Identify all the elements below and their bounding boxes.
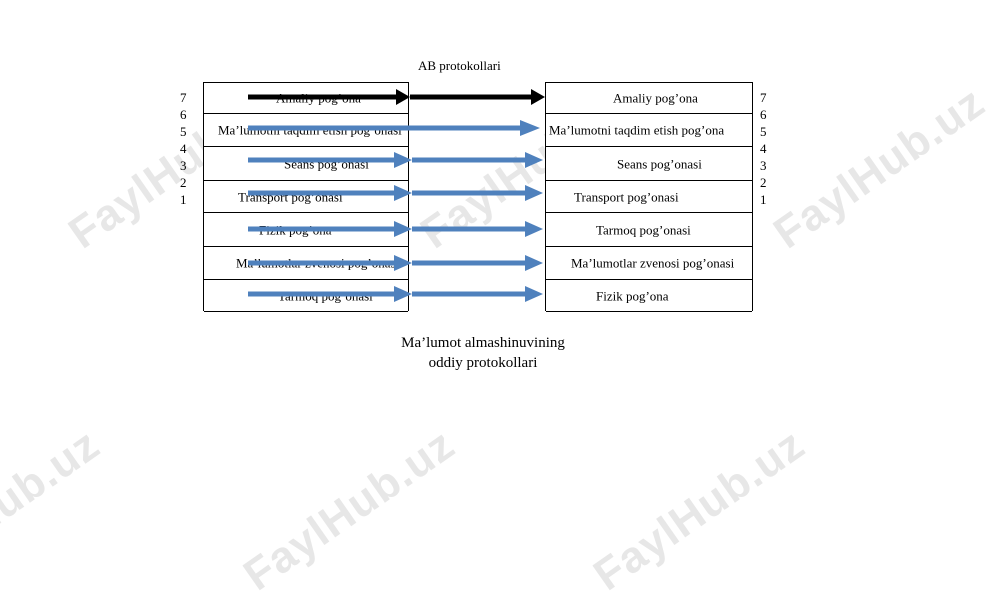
watermark: FaylHub.uz [235,419,464,601]
right-layer-numbers: 7 6 5 4 3 2 1 [760,90,774,210]
arrow-head [525,286,543,302]
layer-label: Amaliy pog’ona [276,90,361,106]
arrow-head [531,89,545,105]
layer-label: Fizik pog’ona [259,222,332,237]
left-layer: Seans pog’onasi [204,147,408,181]
left-layer: Transport pog’onasi [204,181,408,213]
layer-label: Transport pog’onasi [574,189,679,204]
layer-number: 6 [760,107,767,122]
arrow-head [525,221,543,237]
right-layer: Transport pog’onasi [546,181,752,213]
layer-number: 1 [760,192,767,207]
layer-label: Seans pog’onasi [284,156,369,171]
arrow-head [525,255,543,271]
caption-line: oddiy protokollari [428,355,538,371]
layer-number: 3 [760,158,767,173]
right-layer: Fizik pog’ona [546,280,752,312]
layer-number: 7 [180,90,187,105]
layer-number: 6 [180,107,187,122]
arrow-head [525,185,543,201]
left-layer: Tarmoq pog’onasi [204,280,408,312]
layer-number: 4 [760,141,767,156]
arrow-head [525,152,543,168]
left-layer: Ma’lumotlar zvenosi pog’onasi [204,247,408,280]
watermark: FaylHub.uz [765,77,994,259]
right-layer: Ma’lumotni taqdim etish pog’ona [546,114,752,147]
layer-label: Fizik pog’ona [596,288,669,303]
layer-label: Seans pog’onasi [617,156,702,171]
layer-number: 1 [180,192,187,207]
layer-label: Ma’lumotni taqdim etish pog’ona [549,122,725,138]
left-layer-numbers: 7 6 5 4 3 2 1 [180,90,194,210]
caption-line: Ma’lumot almashinuvining [401,335,565,351]
layer-label: Tarmoq pog’onasi [278,288,373,303]
layer-number: 5 [760,124,767,139]
layer-number: 4 [180,141,187,156]
left-protocol-stack: Amaliy pog’ona Ma’lumotni taqdim etish p… [203,82,409,312]
layer-number: 3 [180,158,187,173]
layer-label: Ma’lumotni taqdim etish pog’onasi [218,122,402,138]
watermark: FaylHub.uz [585,419,814,601]
layer-number: 2 [760,175,767,190]
right-layer: Tarmoq pog’onasi [546,213,752,247]
watermark: FaylHub.uz [0,419,109,601]
connection-arrows [248,89,545,302]
layer-label: Transport pog’onasi [238,189,343,204]
right-layer: Ma’lumotlar zvenosi pog’onasi [546,247,752,280]
layer-label: Amaliy pog’ona [613,90,698,106]
layer-label: Ma’lumotlar zvenosi pog’onasi [571,255,735,271]
right-layer: Amaliy pog’ona [546,83,752,114]
left-layer: Fizik pog’ona [204,213,408,247]
left-layer: Ma’lumotni taqdim etish pog’onasi [204,114,408,147]
diagram-title: AB protokollari [418,58,501,73]
layer-number: 5 [180,124,187,139]
layer-label: Tarmoq pog’onasi [596,222,691,237]
left-layer: Amaliy pog’ona [204,83,408,114]
layer-label: Ma’lumotlar zvenosi pog’onasi [236,255,400,271]
diagram-caption: Ma’lumot almashinuvining oddiy protokoll… [343,333,623,373]
layer-number: 7 [760,90,767,105]
arrow-head [520,120,540,136]
layer-number: 2 [180,175,187,190]
right-layer: Seans pog’onasi [546,147,752,181]
right-protocol-stack: Amaliy pog’ona Ma’lumotni taqdim etish p… [545,82,753,312]
diagram-canvas: FaylHub.uz FaylHub.uz FaylHub.uz FaylHub… [0,58,994,600]
